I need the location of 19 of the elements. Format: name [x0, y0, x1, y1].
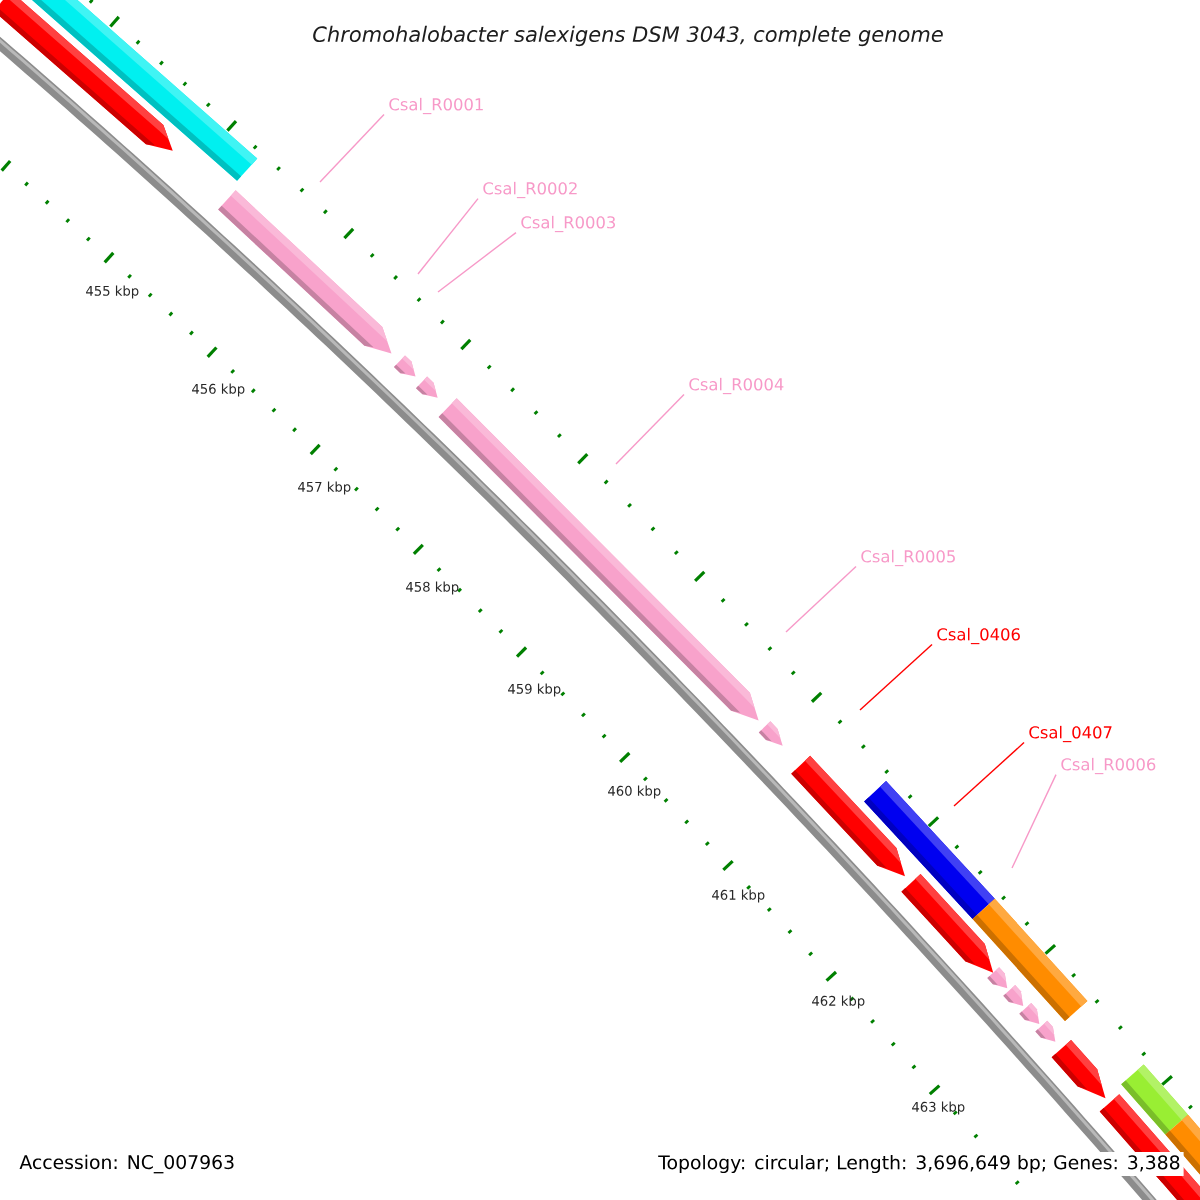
- leader-line: [859, 643, 933, 711]
- leader-line: [417, 197, 479, 275]
- leader-line: [785, 565, 857, 633]
- gene-label: Csal_R0003: [521, 215, 616, 233]
- leader-line: [437, 231, 517, 293]
- gene-label: Csal_R0006: [1061, 757, 1156, 775]
- gene-label: Csal_R0001: [389, 97, 483, 115]
- title: Chromohalobacter salexigens DSM 3043, complete genome: [313, 25, 943, 47]
- gene-label: Csal_R0005: [861, 549, 955, 567]
- leader-line: [319, 113, 385, 183]
- accession-text: Accession: NC_007963: [19, 1154, 234, 1174]
- gene-label: Csal_R0004: [689, 377, 784, 395]
- genome-stats-text: Topology: circular; Length: 3,696,649 bp; Genes: 3,388: [658, 1154, 1180, 1174]
- leader-line: [615, 393, 685, 465]
- leader-line: [1011, 773, 1057, 869]
- gene-label: Csal_0406: [937, 627, 1020, 645]
- gene-label: Csal_R0002: [483, 181, 577, 199]
- gene-label: Csal_0407: [1029, 725, 1112, 743]
- leader-line: [953, 741, 1025, 807]
